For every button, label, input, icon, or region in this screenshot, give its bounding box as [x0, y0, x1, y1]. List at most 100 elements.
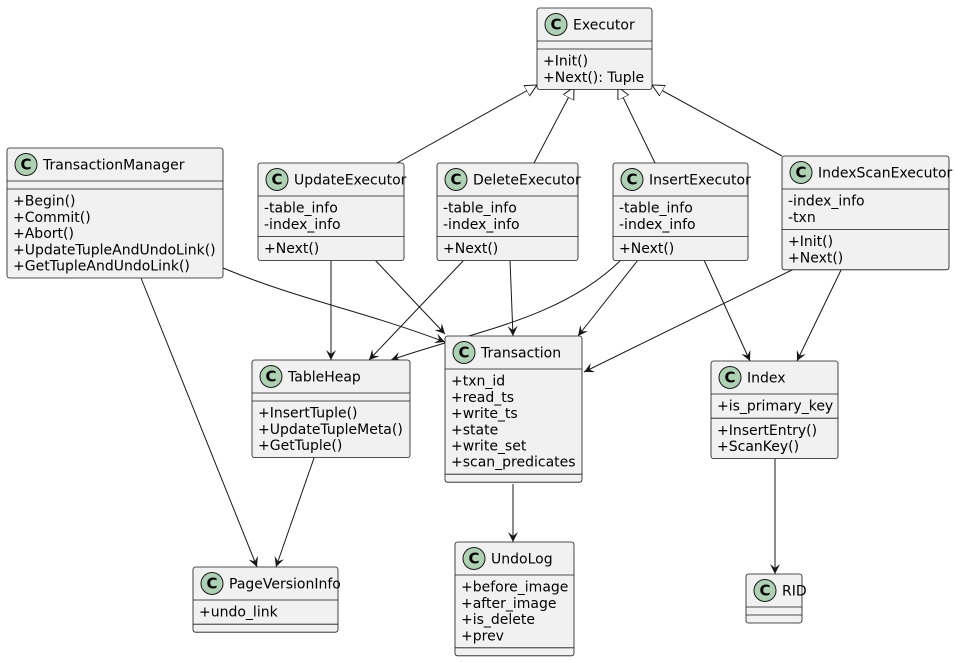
class-attribute: -table_info [264, 201, 338, 217]
class-box [6, 147, 224, 279]
class-attribute: -index_info [619, 217, 696, 233]
class-name: Transaction [480, 346, 561, 362]
class-attribute: +is_delete [461, 612, 535, 628]
inheritance-edge-update-executor-to-executor [396, 85, 537, 164]
class-update-executor[interactable]: C UpdateExecutor -table_info-index_info +Ne… [257, 162, 407, 261]
class-name: TransactionManager [42, 158, 185, 174]
association-edge-index-scan-executor-to-transaction [583, 265, 801, 373]
class-attribute: +write_ts [451, 406, 518, 422]
class-attribute: +is_primary_key [717, 399, 833, 415]
class-method: +UpdateTupleMeta() [258, 422, 403, 438]
class-icon [200, 572, 224, 595]
inheritance-edge-index-scan-executor-to-executor [652, 85, 783, 157]
class-attribute: +txn_id [451, 374, 505, 390]
class-method: +GetTuple() [258, 438, 342, 454]
class-icon-letter: C [468, 550, 479, 568]
class-box [444, 335, 583, 483]
class-icon [259, 365, 283, 388]
class-delete-executor[interactable]: C DeleteExecutor -table_info-index_info +Ne… [436, 162, 581, 261]
association-edge-insert-executor-to-transaction [577, 259, 639, 337]
class-attribute: +prev [461, 628, 504, 644]
class-insert-executor[interactable]: C InsertExecutor -table_info-index_info +Ne… [612, 162, 751, 261]
association-edge-insert-executor-to-table-heap [390, 259, 622, 362]
class-icon [265, 168, 289, 191]
class-method: +Next() [264, 241, 319, 257]
association-edge-delete-executor-to-transaction [507, 259, 518, 337]
class-icon [544, 13, 568, 36]
class-method: +Begin() [13, 194, 76, 210]
class-attribute: -index_info [788, 194, 865, 210]
class-attribute: -table_info [443, 201, 517, 217]
class-name: RID [782, 584, 807, 600]
class-box [251, 359, 411, 458]
association-edge-update-executor-to-transaction [374, 259, 446, 335]
class-name: Executor [573, 18, 635, 34]
class-name: InsertExecutor [649, 173, 751, 189]
class-method: +Next() [788, 250, 843, 266]
association-edge-delete-executor-to-table-heap [368, 259, 465, 361]
class-attribute: +read_ts [451, 390, 514, 406]
class-icon-letter: C [450, 171, 461, 189]
class-method: +UpdateTupleAndUndoLink() [13, 242, 216, 258]
class-method: +InsertEntry() [717, 423, 817, 439]
class-icon [789, 161, 813, 184]
class-icon-letter: C [626, 171, 637, 189]
association-edge-table-heap-to-page-version-info [274, 457, 315, 568]
class-icon-letter: C [271, 171, 282, 189]
class-attribute: +state [451, 422, 498, 438]
association-edge-transaction-manager-to-page-version-info [140, 277, 258, 568]
class-name: IndexScanExecutor [818, 166, 953, 182]
class-rid[interactable]: C RID [745, 573, 807, 624]
class-icon-letter: C [206, 575, 217, 593]
class-method: +ScanKey() [717, 439, 799, 455]
class-attribute: -index_info [443, 217, 520, 233]
class-undo-log[interactable]: C UndoLog +before_image+after_image+is_del… [454, 541, 575, 657]
class-icon [462, 547, 486, 570]
association-edge-index-scan-executor-to-index [796, 265, 844, 362]
class-icon [753, 579, 777, 602]
class-method: +GetTupleAndUndoLink() [13, 259, 190, 275]
class-box [710, 360, 839, 459]
relations-layer [140, 85, 844, 574]
class-name: PageVersionInfo [229, 577, 341, 593]
class-attribute: +scan_predicates [451, 455, 576, 471]
class-attribute: -index_info [264, 217, 341, 233]
class-icon [718, 366, 742, 389]
inheritance-edge-delete-executor-to-executor [533, 87, 574, 164]
association-edge-transaction-manager-to-transaction [222, 267, 446, 344]
class-name: TableHeap [287, 370, 361, 386]
inheritance-edge-insert-executor-to-executor [618, 87, 656, 164]
class-name: UpdateExecutor [294, 173, 407, 189]
class-icon-letter: C [724, 369, 735, 387]
class-attribute: +before_image [461, 580, 568, 596]
class-attribute: +after_image [461, 596, 556, 612]
class-index[interactable]: C Index +is_primary_key +InsertEntry()+Scan… [710, 360, 839, 459]
class-icon [452, 341, 476, 364]
class-method: +Next() [619, 241, 674, 257]
class-attribute: +write_set [451, 439, 527, 455]
class-method: +Commit() [13, 210, 91, 226]
class-name: UndoLog [491, 552, 553, 568]
class-method: +InsertTuple() [258, 406, 358, 422]
class-name: DeleteExecutor [473, 173, 581, 189]
class-method: +Abort() [13, 226, 74, 242]
class-attribute: -table_info [619, 201, 693, 217]
class-icon-letter: C [759, 582, 770, 600]
class-icon [444, 168, 468, 191]
class-method: +Init() [788, 234, 833, 250]
class-box [454, 541, 575, 657]
class-icon-letter: C [550, 16, 561, 34]
class-attribute: -txn [788, 210, 816, 226]
class-method: +Init() [543, 54, 588, 70]
class-name: Index [747, 371, 786, 387]
class-attribute: +undo_link [199, 605, 279, 621]
class-method: +Next() [443, 241, 498, 257]
class-page-version-info[interactable]: C PageVersionInfo +undo_link [192, 566, 341, 633]
